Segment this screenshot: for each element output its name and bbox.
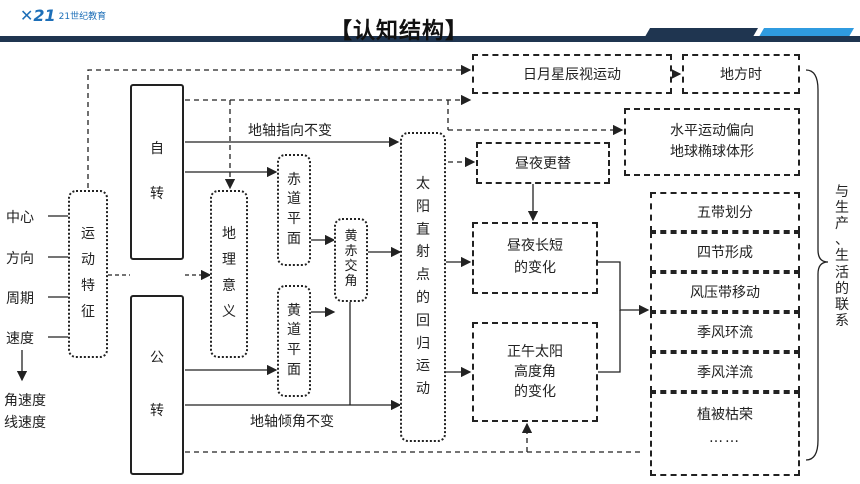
effect-item: 四节形成: [650, 232, 800, 272]
node-dili-yiyi: 地 理 意 义: [210, 190, 248, 358]
node-huangchi-jiaojiao: 黄 赤 交 角: [334, 218, 368, 302]
node-dili-yiyi-label: 地 理 意 义: [222, 226, 236, 320]
effect-label: 五带划分: [697, 205, 753, 221]
label-jiaosudu: 角速度: [4, 393, 46, 409]
node-huangchi-jiaojiao-label: 黄 赤 交 角: [344, 229, 358, 289]
node-zizhuan: 自 转: [130, 84, 184, 260]
effect-item: 季风环流: [650, 312, 800, 352]
effect-label: 风压带移动: [690, 285, 760, 301]
node-chidao-pingmian: 赤 道 平 面: [277, 154, 311, 266]
node-zhouye-changduan: 昼夜长短 的变化: [472, 222, 598, 294]
effect-item: 植被枯荣 ……: [650, 392, 800, 476]
node-gongzhuan-label: 公 转: [150, 350, 164, 420]
node-huangdao-pingmian: 黄 道 平 面: [277, 285, 311, 397]
effect-label: 植被枯荣: [697, 407, 753, 423]
page-title: 【认知结构】: [330, 19, 469, 44]
header-bar: [0, 36, 860, 42]
node-riyue: 日月星辰视运动: [472, 54, 672, 94]
node-chidao-pingmian-label: 赤 道 平 面: [287, 171, 301, 247]
effect-label: 季风洋流: [697, 365, 753, 381]
node-difangshi: 地方时: [682, 54, 800, 94]
node-difangshi-label: 地方时: [720, 67, 762, 83]
effect-item: 五带划分: [650, 192, 800, 232]
label-zhouqi: 周期: [6, 291, 34, 307]
effect-label: ……: [709, 430, 741, 446]
node-zhouye-gengti-label: 昼夜更替: [515, 156, 571, 172]
logo-mark: ✕21: [20, 6, 56, 25]
label-fangxiang: 方向: [6, 251, 34, 267]
node-zhouye-changduan-label: 昼夜长短 的变化: [507, 238, 563, 276]
side-label-text: 与 生 产 、 生 活 的 联 系: [835, 184, 849, 329]
label-zhixiang: 地轴指向不变: [248, 123, 332, 139]
node-yundong-tezheng: 运 动 特 征: [68, 190, 108, 358]
label-zhongxin: 中心: [6, 210, 34, 226]
node-shuiping: 水平运动偏向 地球椭球体形: [624, 108, 800, 176]
label-qingjiao: 地轴倾角不变: [250, 414, 334, 430]
node-gongzhuan: 公 转: [130, 295, 184, 475]
node-zhengwu: 正午太阳 高度角 的变化: [472, 322, 598, 422]
node-huangdao-pingmian-label: 黄 道 平 面: [287, 302, 301, 378]
label-xiansudu: 线速度: [4, 415, 46, 431]
node-yundong-tezheng-label: 运 动 特 征: [81, 226, 95, 320]
node-zizhuan-label: 自 转: [150, 141, 164, 203]
effect-label: 四节形成: [697, 245, 753, 261]
logo-text: 21世纪教育: [58, 12, 107, 22]
effect-item: 季风洋流: [650, 352, 800, 392]
logo: ✕21 21世纪教育: [20, 6, 106, 25]
node-shuiping-label: 水平运动偏向 地球椭球体形: [670, 123, 754, 160]
node-riyue-label: 日月星辰视运动: [523, 67, 621, 83]
node-zhengwu-label: 正午太阳 高度角 的变化: [507, 343, 563, 401]
node-taiyang-zhishe-label: 太 阳 直 射 点 的 回 归 运 动: [416, 175, 430, 398]
effect-label: 季风环流: [697, 325, 753, 341]
side-label: 与 生 产 、 生 活 的 联 系: [832, 168, 852, 329]
effects-list: 五带划分 四节形成 风压带移动 季风环流 季风洋流 植被枯荣 ……: [650, 192, 800, 476]
node-zhouye-gengti: 昼夜更替: [476, 142, 610, 184]
node-taiyang-zhishe: 太 阳 直 射 点 的 回 归 运 动: [400, 132, 446, 442]
effect-item: 风压带移动: [650, 272, 800, 312]
label-sudu: 速度: [6, 331, 34, 347]
